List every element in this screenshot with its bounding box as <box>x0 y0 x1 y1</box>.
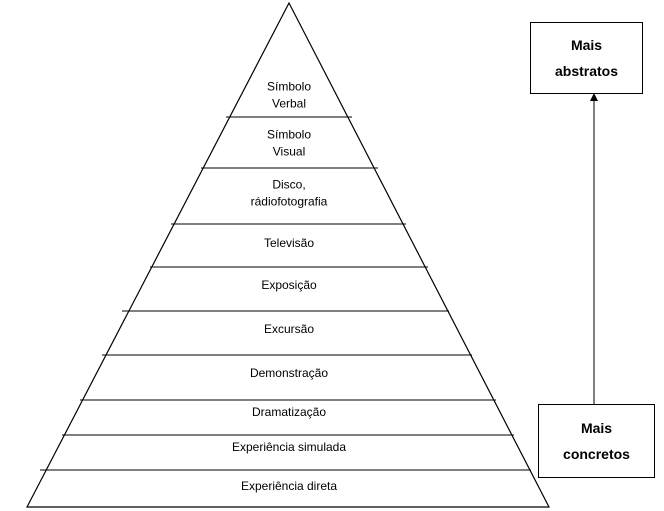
pyramid-level-label-line: Símbolo <box>267 128 311 142</box>
more-abstract-line1: Mais <box>570 37 603 53</box>
more-abstract-box: Mais abstratos <box>530 22 643 94</box>
pyramid-level-label-line: Verbal <box>272 97 306 111</box>
pyramid-level-label-line: Demonstração <box>250 366 328 380</box>
pyramid-level-label: Televisão <box>264 236 314 250</box>
more-concrete-box: Mais concretos <box>538 404 655 478</box>
pyramid-level-label-line: Símbolo <box>267 80 311 94</box>
pyramid-level-label: Dramatização <box>252 405 326 419</box>
pyramid-level-label: Disco, rádiofotografia <box>251 178 328 209</box>
pyramid-level-label: Exposição <box>261 278 317 292</box>
pyramid-level-label-line: Dramatização <box>252 405 326 419</box>
pyramid-level-label: Experiência direta <box>241 479 337 493</box>
pyramid-level-label-line: Experiência simulada <box>232 440 346 454</box>
pyramid-level-label-line: rádiofotografia <box>251 195 328 209</box>
pyramid-level-label-line: Televisão <box>264 236 314 250</box>
pyramid-level-label: Excursão <box>264 322 314 336</box>
more-concrete-line1: Mais <box>580 420 613 436</box>
pyramid-level-label-line: Exposição <box>261 278 317 292</box>
pyramid-level-label-line: Excursão <box>264 322 314 336</box>
pyramid-level-label: Experiência simulada <box>232 440 346 454</box>
pyramid-level-label-line: Disco, <box>272 178 305 192</box>
pyramid-level-label: Demonstração <box>250 366 328 380</box>
pyramid-outline <box>26 1 550 508</box>
pyramid-level-label-line: Visual <box>273 145 305 159</box>
more-abstract-line2: abstratos <box>554 63 619 79</box>
pyramid-dividers <box>40 116 531 471</box>
pyramid-level-label-line: Experiência direta <box>241 479 337 493</box>
more-concrete-line2: concretos <box>563 446 630 462</box>
